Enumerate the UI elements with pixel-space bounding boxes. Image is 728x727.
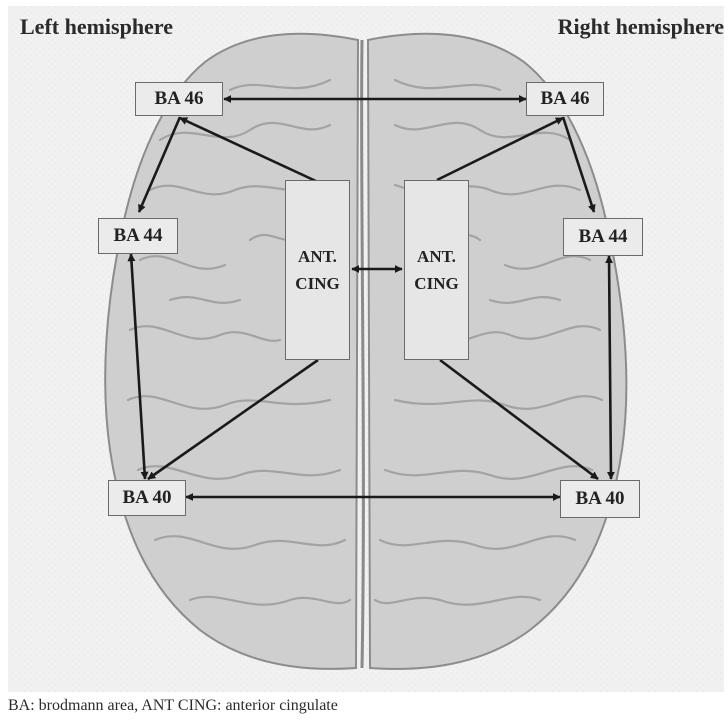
ba44-left-box: BA 44 [98, 218, 178, 254]
ant-cing-left-box: ANT. CING [285, 180, 350, 360]
left-hemisphere-label: Left hemisphere [20, 14, 173, 40]
ba46-right-box: BA 46 [526, 82, 604, 116]
ant-cing-left-line2: CING [295, 270, 339, 297]
right-hemisphere-label: Right hemisphere [558, 14, 724, 40]
ba44-right-box: BA 44 [563, 218, 643, 256]
ba40-right-box: BA 40 [560, 480, 640, 518]
ant-cing-right-line2: CING [414, 270, 458, 297]
ba40-right-label: BA 40 [575, 488, 624, 510]
ba46-left-box: BA 46 [135, 82, 223, 116]
ba44-right-label: BA 44 [578, 226, 627, 248]
ant-cing-right-line1: ANT. [417, 243, 456, 270]
ant-cing-right-box: ANT. CING [404, 180, 469, 360]
ba44-left-label: BA 44 [113, 225, 162, 247]
ba40-left-box: BA 40 [108, 480, 186, 516]
ba46-right-label: BA 46 [540, 88, 589, 110]
figure-caption: BA: brodmann area, ANT CING: anterior ci… [8, 697, 338, 715]
longitudinal-fissure [362, 40, 364, 668]
ba40-left-label: BA 40 [122, 487, 171, 509]
ba46-left-label: BA 46 [154, 88, 203, 110]
ant-cing-left-line1: ANT. [298, 243, 337, 270]
